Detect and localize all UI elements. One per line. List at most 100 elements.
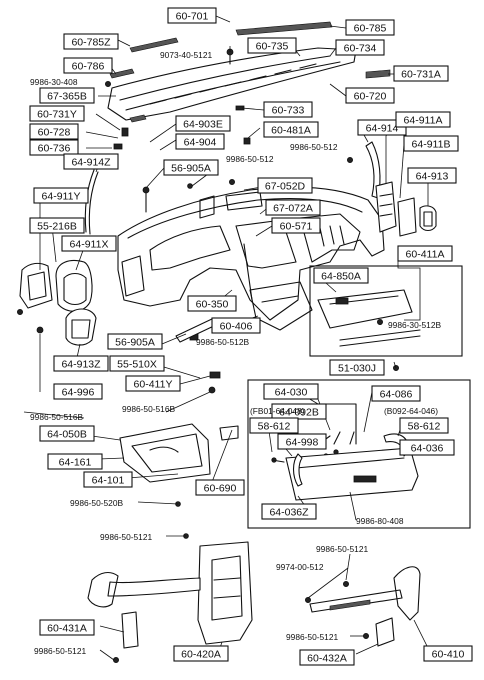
part-label: 60-431A — [39, 619, 95, 636]
part-number-text: 9986-50-516B — [122, 404, 175, 414]
vent-strips — [109, 21, 391, 79]
part-label: 60-735 — [247, 37, 297, 54]
part-number-text: 9986-50-5121 — [34, 646, 86, 656]
part-label: 64-050B — [39, 425, 95, 442]
part-label: 64-911X — [61, 235, 117, 252]
svg-text:60-431A: 60-431A — [47, 623, 87, 635]
part-number-text: 9986-50-5121 — [286, 632, 338, 642]
part-label: 67-365B — [39, 87, 95, 104]
part-label: 60-432A — [299, 649, 355, 666]
part-label: 60-786 — [63, 57, 113, 74]
part-label: 67-052D — [257, 177, 313, 194]
svg-text:64-913: 64-913 — [416, 171, 449, 183]
svg-text:60-734: 60-734 — [344, 43, 377, 55]
svg-text:60-733: 60-733 — [272, 105, 305, 117]
svg-text:60-701: 60-701 — [176, 11, 209, 23]
part-number-text: 9986-50-516B — [30, 412, 83, 422]
svg-text:64-086: 64-086 — [380, 389, 413, 401]
part-label: 51-030J — [329, 359, 385, 376]
svg-text:60-720: 60-720 — [354, 91, 387, 103]
dashboard-top-panel — [107, 47, 357, 123]
svg-text:60-411Y: 60-411Y — [134, 379, 173, 391]
part-label: 64-161 — [47, 453, 103, 470]
svg-text:64-050B: 64-050B — [47, 429, 87, 441]
lower-support-frame — [87, 541, 253, 649]
part-label: 64-036 — [399, 439, 455, 456]
part-label: 64-030 — [263, 383, 319, 400]
part-label: 58-612 — [249, 417, 299, 434]
part-number-text: 9986-50-5121 — [100, 532, 152, 542]
cluster-hood — [119, 423, 211, 483]
part-label: 64-996 — [53, 383, 103, 400]
svg-text:60-731Y: 60-731Y — [37, 109, 77, 121]
part-number-text: 9986-30-408 — [30, 77, 78, 87]
cluster-clip — [219, 425, 239, 441]
svg-text:64-161: 64-161 — [59, 457, 92, 469]
part-number-text: (FB01-64-048) — [250, 406, 305, 416]
svg-text:64-903E: 64-903E — [183, 119, 223, 131]
side-panel-left — [19, 262, 53, 309]
part-number-text: 9986-50-512B — [196, 337, 249, 347]
part-label: 56-905A — [163, 159, 219, 176]
svg-text:58-612: 58-612 — [258, 421, 291, 433]
part-label: 64-086 — [371, 385, 421, 402]
part-label: 64-036Z — [261, 503, 317, 520]
right-bracket — [309, 566, 421, 647]
svg-text:64-036Z: 64-036Z — [269, 507, 309, 519]
svg-text:64-850A: 64-850A — [321, 271, 361, 283]
part-number-text: 9986-50-5121 — [316, 544, 368, 554]
part-label: 64-850A — [313, 267, 369, 284]
svg-text:64-030: 64-030 — [275, 387, 308, 399]
part-label: 60-734 — [335, 39, 385, 56]
svg-text:67-052D: 67-052D — [265, 181, 306, 193]
part-label: 60-410 — [423, 645, 473, 662]
svg-text:56-905A: 56-905A — [171, 163, 211, 175]
svg-text:64-036: 64-036 — [411, 443, 444, 455]
svg-text:64-911A: 64-911A — [404, 115, 443, 127]
part-label: 60-785Z — [63, 33, 119, 50]
part-label: 60-728 — [29, 123, 79, 140]
part-label: 60-785 — [345, 19, 395, 36]
group-frames — [247, 265, 471, 529]
part-label: 60-701 — [167, 7, 217, 24]
svg-text:56-905A: 56-905A — [115, 337, 155, 349]
part-number-text: 9986-50-512 — [226, 154, 274, 164]
part-number-text: 9073-40-5121 — [160, 50, 212, 60]
svg-text:60-735: 60-735 — [256, 41, 289, 53]
part-number-text: 9986-50-520B — [70, 498, 123, 508]
svg-text:67-072A: 67-072A — [273, 203, 313, 215]
part-label: 64-911B — [403, 135, 459, 152]
part-label: 60-420A — [173, 645, 229, 662]
part-label: 60-731A — [393, 65, 449, 82]
part-label: 56-905A — [107, 333, 163, 350]
part-label: 60-720 — [345, 87, 395, 104]
svg-text:67-365B: 67-365B — [47, 91, 87, 103]
svg-text:60-411A: 60-411A — [406, 249, 445, 261]
part-label: 64-904 — [175, 133, 225, 150]
svg-text:60-350: 60-350 — [196, 299, 229, 311]
svg-text:60-690: 60-690 — [204, 483, 237, 495]
part-label: 64-914Z — [63, 153, 119, 170]
part-number-text: 9986-50-512 — [290, 142, 338, 152]
svg-text:60-785Z: 60-785Z — [71, 37, 111, 49]
frame-60-411A — [309, 265, 463, 357]
svg-text:60-736: 60-736 — [38, 143, 71, 155]
part-label: 58-612 — [399, 417, 449, 434]
svg-text:64-998: 64-998 — [286, 437, 319, 449]
part-label: 60-350 — [187, 295, 237, 312]
boxed-labels: 60-701 60-785 60-785Z 60-735 60-734 60-7… — [29, 7, 473, 666]
part-label: 60-411Y — [125, 375, 181, 392]
svg-text:51-030J: 51-030J — [338, 363, 376, 375]
side-vent-left — [55, 259, 97, 346]
part-label: 55-216B — [29, 217, 85, 234]
svg-text:64-911X: 64-911X — [70, 239, 109, 251]
part-label: 60-733 — [263, 101, 313, 118]
part-number-text: 9974-00-512 — [276, 562, 324, 572]
svg-text:64-101: 64-101 — [92, 475, 125, 487]
svg-text:64-904: 64-904 — [184, 137, 217, 149]
svg-text:60-432A: 60-432A — [307, 653, 347, 665]
part-label: 64-914 — [357, 119, 407, 136]
svg-text:60-410: 60-410 — [432, 649, 465, 661]
part-number-text: 9986-80-408 — [356, 516, 404, 526]
part-number-text: 9986-30-512B — [388, 320, 441, 330]
